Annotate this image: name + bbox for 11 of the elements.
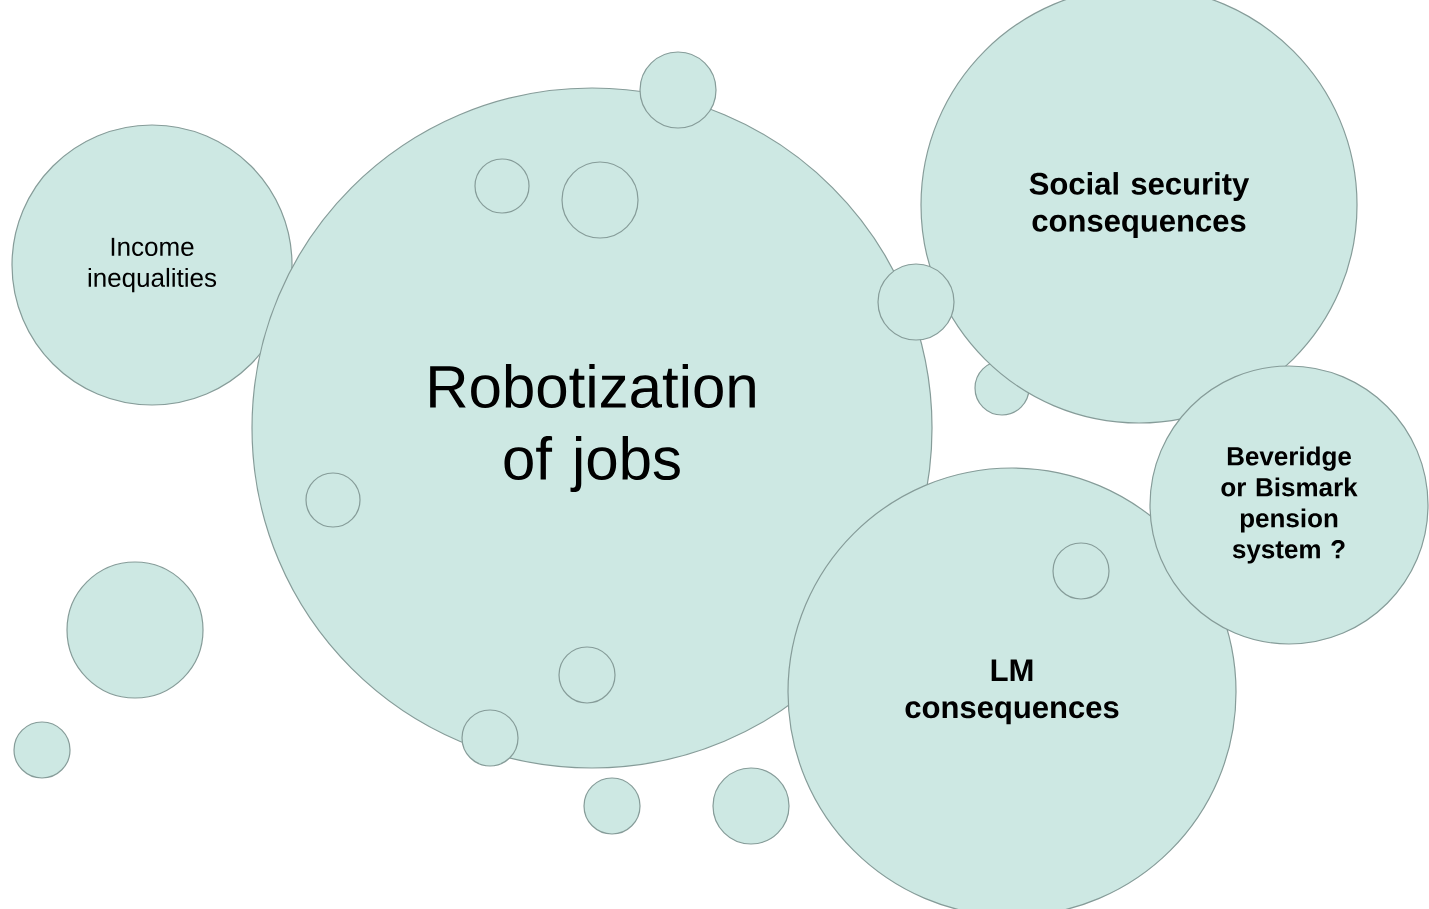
circle [305,472,361,528]
circle [66,561,204,699]
circle [13,721,71,779]
circle [877,263,955,341]
circle [561,161,639,239]
circle [583,777,641,835]
circle [712,767,790,845]
circle [639,51,717,129]
circle [1052,542,1110,600]
circle [474,158,530,214]
circle [558,646,616,704]
